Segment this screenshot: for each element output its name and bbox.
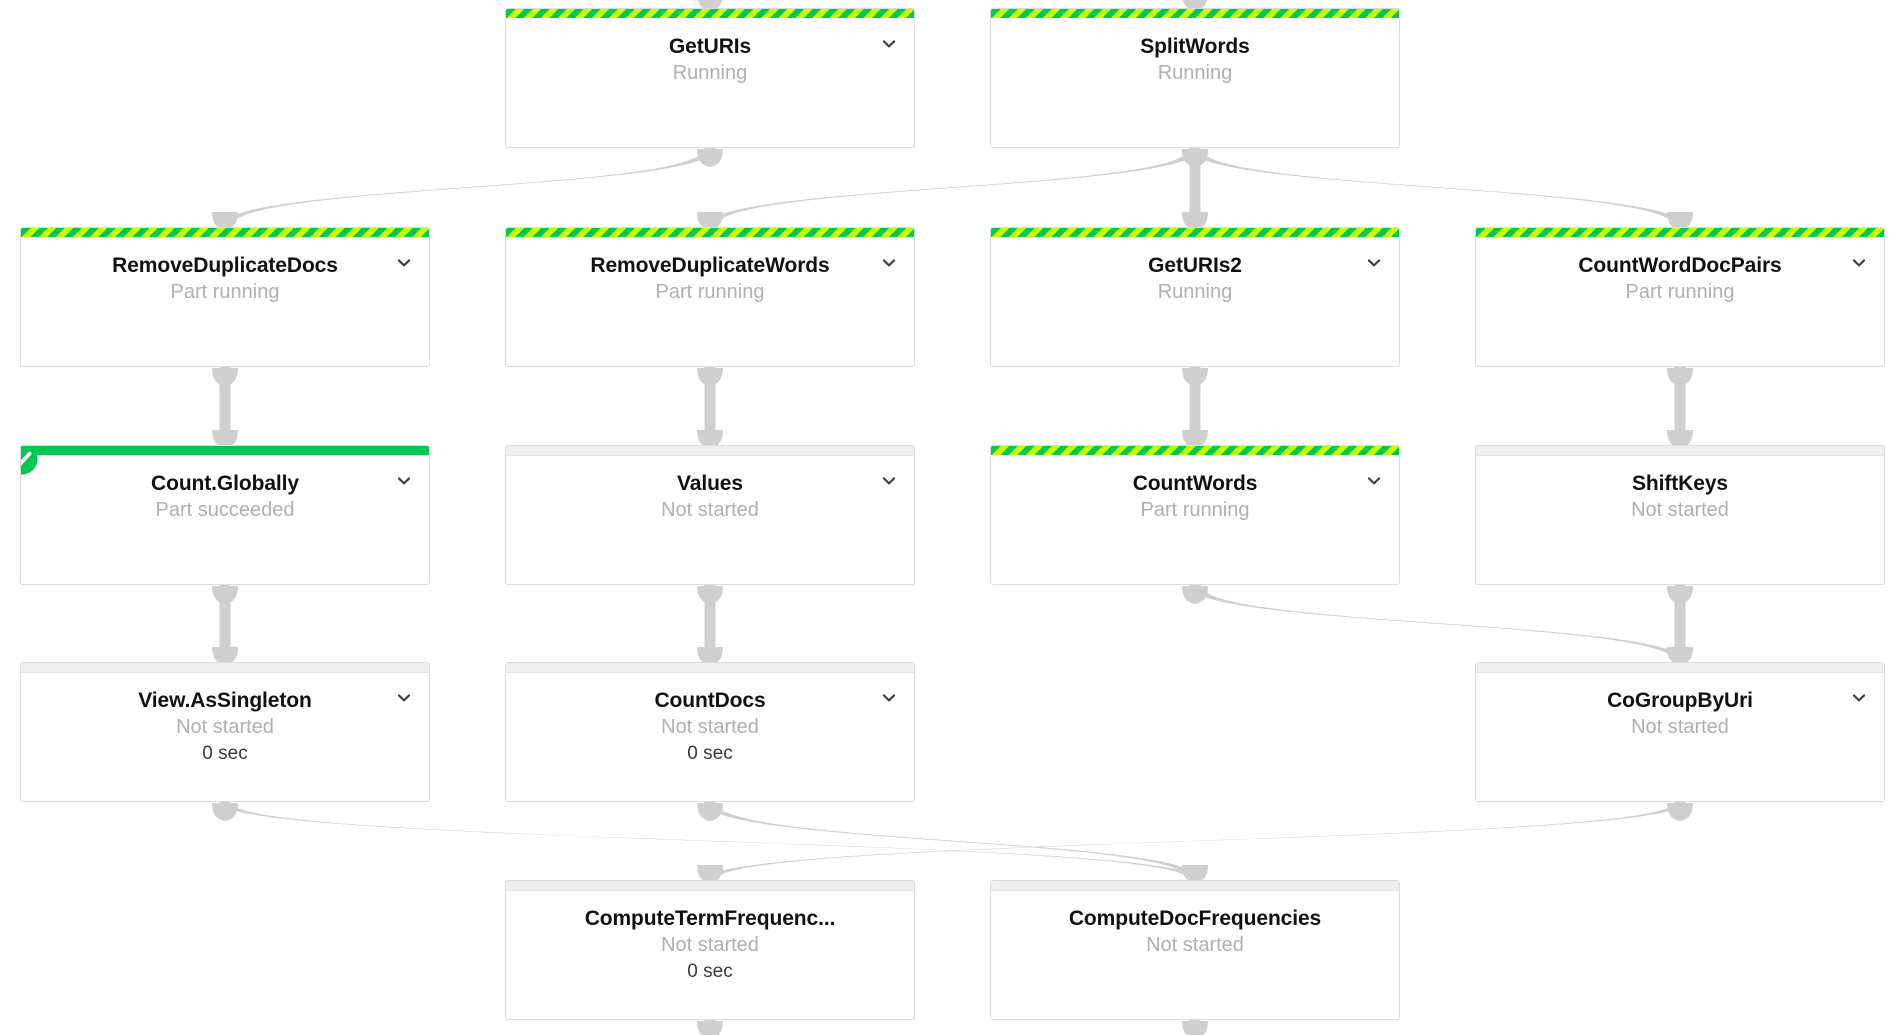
node-title: CountWords bbox=[1132, 472, 1258, 495]
chevron-down-icon[interactable] bbox=[1848, 687, 1870, 709]
node-body: ComputeTermFrequenc... Not started 0 sec bbox=[506, 890, 914, 1019]
node-title: View.AsSingleton bbox=[138, 689, 312, 712]
node-title: CoGroupByUri bbox=[1607, 689, 1753, 712]
node-status-bar bbox=[506, 228, 914, 237]
node-status-label: Not started bbox=[1146, 934, 1244, 956]
node-title: ShiftKeys bbox=[1632, 472, 1728, 495]
node-status-label: Running bbox=[1157, 62, 1233, 84]
chevron-down-icon[interactable] bbox=[1363, 252, 1385, 274]
node-status-label: Not started bbox=[1631, 716, 1729, 738]
chevron-down-icon[interactable] bbox=[393, 687, 415, 709]
graph-node-computetermfrequencies[interactable]: ComputeTermFrequenc... Not started 0 sec bbox=[505, 880, 915, 1020]
node-status-bar bbox=[991, 9, 1399, 18]
node-status-label: Part succeeded bbox=[155, 499, 295, 521]
node-status-label: Part running bbox=[1625, 281, 1735, 303]
node-title: CountDocs bbox=[654, 689, 766, 712]
node-status-bar bbox=[506, 663, 914, 673]
chevron-down-icon[interactable] bbox=[878, 687, 900, 709]
node-status-label: Not started bbox=[1631, 499, 1729, 521]
chevron-down-icon[interactable] bbox=[878, 33, 900, 55]
node-status-bar bbox=[21, 446, 429, 455]
node-status-bar bbox=[1476, 228, 1884, 237]
node-title: Values bbox=[677, 472, 743, 495]
node-status-bar bbox=[506, 9, 914, 18]
node-status-bar bbox=[1476, 663, 1884, 673]
node-elapsed-time: 0 sec bbox=[687, 743, 733, 764]
node-status-bar bbox=[991, 881, 1399, 891]
node-status-bar bbox=[1476, 446, 1884, 456]
node-status-label: Running bbox=[672, 62, 748, 84]
node-status-bar bbox=[506, 446, 914, 456]
node-title: RemoveDuplicateWords bbox=[590, 254, 830, 277]
check-circle-icon bbox=[21, 446, 39, 476]
node-title: ComputeDocFrequencies bbox=[1068, 907, 1322, 930]
node-title: ComputeTermFrequenc... bbox=[584, 907, 836, 930]
node-status-bar bbox=[991, 228, 1399, 237]
node-title: RemoveDuplicateDocs bbox=[112, 254, 338, 277]
node-status-label: Part running bbox=[1140, 499, 1250, 521]
node-status-label: Part running bbox=[170, 281, 280, 303]
node-status-label: Not started bbox=[176, 716, 274, 738]
node-status-bar bbox=[21, 663, 429, 673]
node-status-label: Part running bbox=[655, 281, 765, 303]
node-elapsed-time: 0 sec bbox=[202, 743, 248, 764]
node-status-bar bbox=[21, 228, 429, 237]
node-status-label: Not started bbox=[661, 499, 759, 521]
node-elapsed-time: 0 sec bbox=[687, 961, 733, 982]
node-title: Count.Globally bbox=[151, 472, 299, 495]
chevron-down-icon[interactable] bbox=[393, 252, 415, 274]
node-status-bar bbox=[991, 446, 1399, 455]
node-title: GetURIs bbox=[668, 35, 752, 58]
node-title: GetURIs2 bbox=[1148, 254, 1242, 277]
node-status-label: Running bbox=[1157, 281, 1233, 303]
node-status-label: Not started bbox=[661, 934, 759, 956]
node-title: CountWordDocPairs bbox=[1578, 254, 1782, 277]
chevron-down-icon[interactable] bbox=[1363, 470, 1385, 492]
chevron-down-icon[interactable] bbox=[393, 470, 415, 492]
chevron-down-icon[interactable] bbox=[878, 252, 900, 274]
node-title: SplitWords bbox=[1140, 35, 1250, 58]
chevron-down-icon[interactable] bbox=[878, 470, 900, 492]
node-status-label: Not started bbox=[661, 716, 759, 738]
node-status-bar bbox=[506, 881, 914, 891]
chevron-down-icon[interactable] bbox=[1848, 252, 1870, 274]
